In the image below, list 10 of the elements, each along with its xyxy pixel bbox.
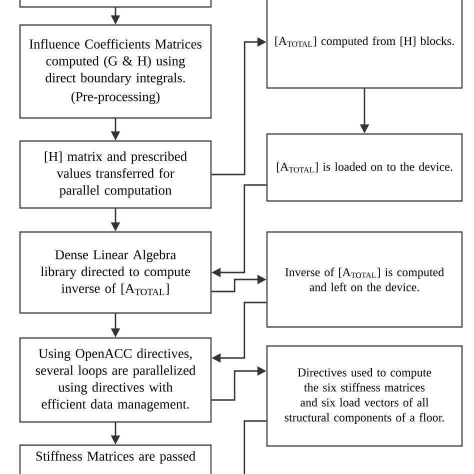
process-box: Using OpenACC directives, several loops are parallelized using directives with efficient data management. <box>19 337 212 423</box>
process-box: Directives used to compute the six stiffness matrices and six load vectors of all structural components of a floor. <box>266 345 463 447</box>
process-box: Influence Coefficients Matrices computed (G & H) using direct boundary integrals. (Pre-processing) <box>19 24 212 119</box>
process-box: [H] matrix and prescribed values transferred for parallel computation <box>19 140 212 209</box>
process-box <box>19 0 212 8</box>
process-box: Inverse of [A$_{TOTAL}$] is computed and left on the device. <box>266 231 463 328</box>
process-box: Dense Linear Algebra library directed to compute inverse of [A$_{TOTAL}$] <box>19 231 212 314</box>
process-box: [A$_{TOTAL}$] computed from [H] blocks. <box>266 0 463 89</box>
process-box: [A$_{TOTAL}$] is loaded on to the device. <box>266 133 463 202</box>
process-box: Stiffness Matrices are passed <box>19 444 212 474</box>
